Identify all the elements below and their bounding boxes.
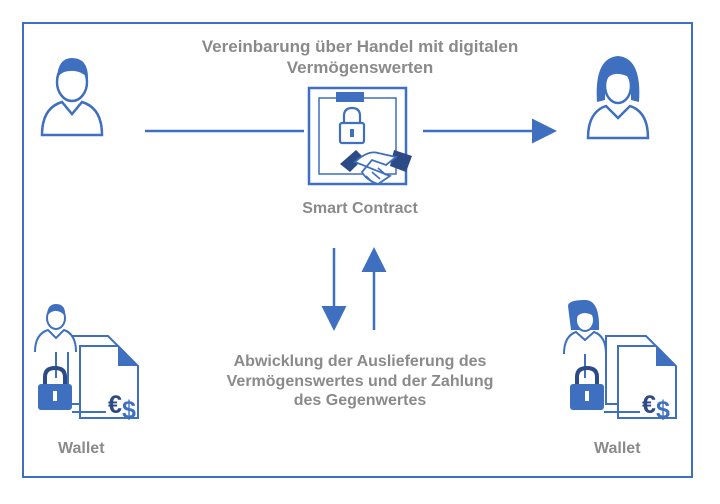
euro-dollar-icon: € $ xyxy=(642,391,670,424)
diagram-frame xyxy=(22,22,693,478)
wallet-left-label: Wallet xyxy=(58,440,105,457)
padlock-icon xyxy=(338,106,366,145)
settlement-line-3: des Gegenwertes xyxy=(293,392,427,410)
male-person-icon xyxy=(40,58,104,137)
euro-dollar-icon: € $ xyxy=(108,391,136,424)
agreement-line-1: Vereinbarung über Handel mit digitalen xyxy=(201,37,519,56)
svg-text:€: € xyxy=(642,391,656,419)
agreement-title: Vereinbarung über Handel mit digitalen V… xyxy=(120,37,600,78)
settlement-text: Abwicklung der Auslieferung des Vermögen… xyxy=(170,352,550,411)
settlement-line-2: Vermögenswertes und der Zahlung xyxy=(226,372,494,390)
wallet-right-label: Wallet xyxy=(594,440,641,457)
svg-text:$: $ xyxy=(122,396,136,424)
wallet-right-icon xyxy=(563,300,677,419)
agreement-line-2: Vermögenswerten xyxy=(286,57,434,77)
wallet-left-icon xyxy=(34,304,139,419)
svg-text:€: € xyxy=(108,391,122,419)
settlement-line-1: Abwicklung der Auslieferung des xyxy=(233,353,487,370)
handshake-icon xyxy=(340,150,412,185)
female-person-icon xyxy=(586,56,650,140)
smart-contract-label: Smart Contract xyxy=(302,200,418,217)
svg-text:$: $ xyxy=(656,396,670,424)
